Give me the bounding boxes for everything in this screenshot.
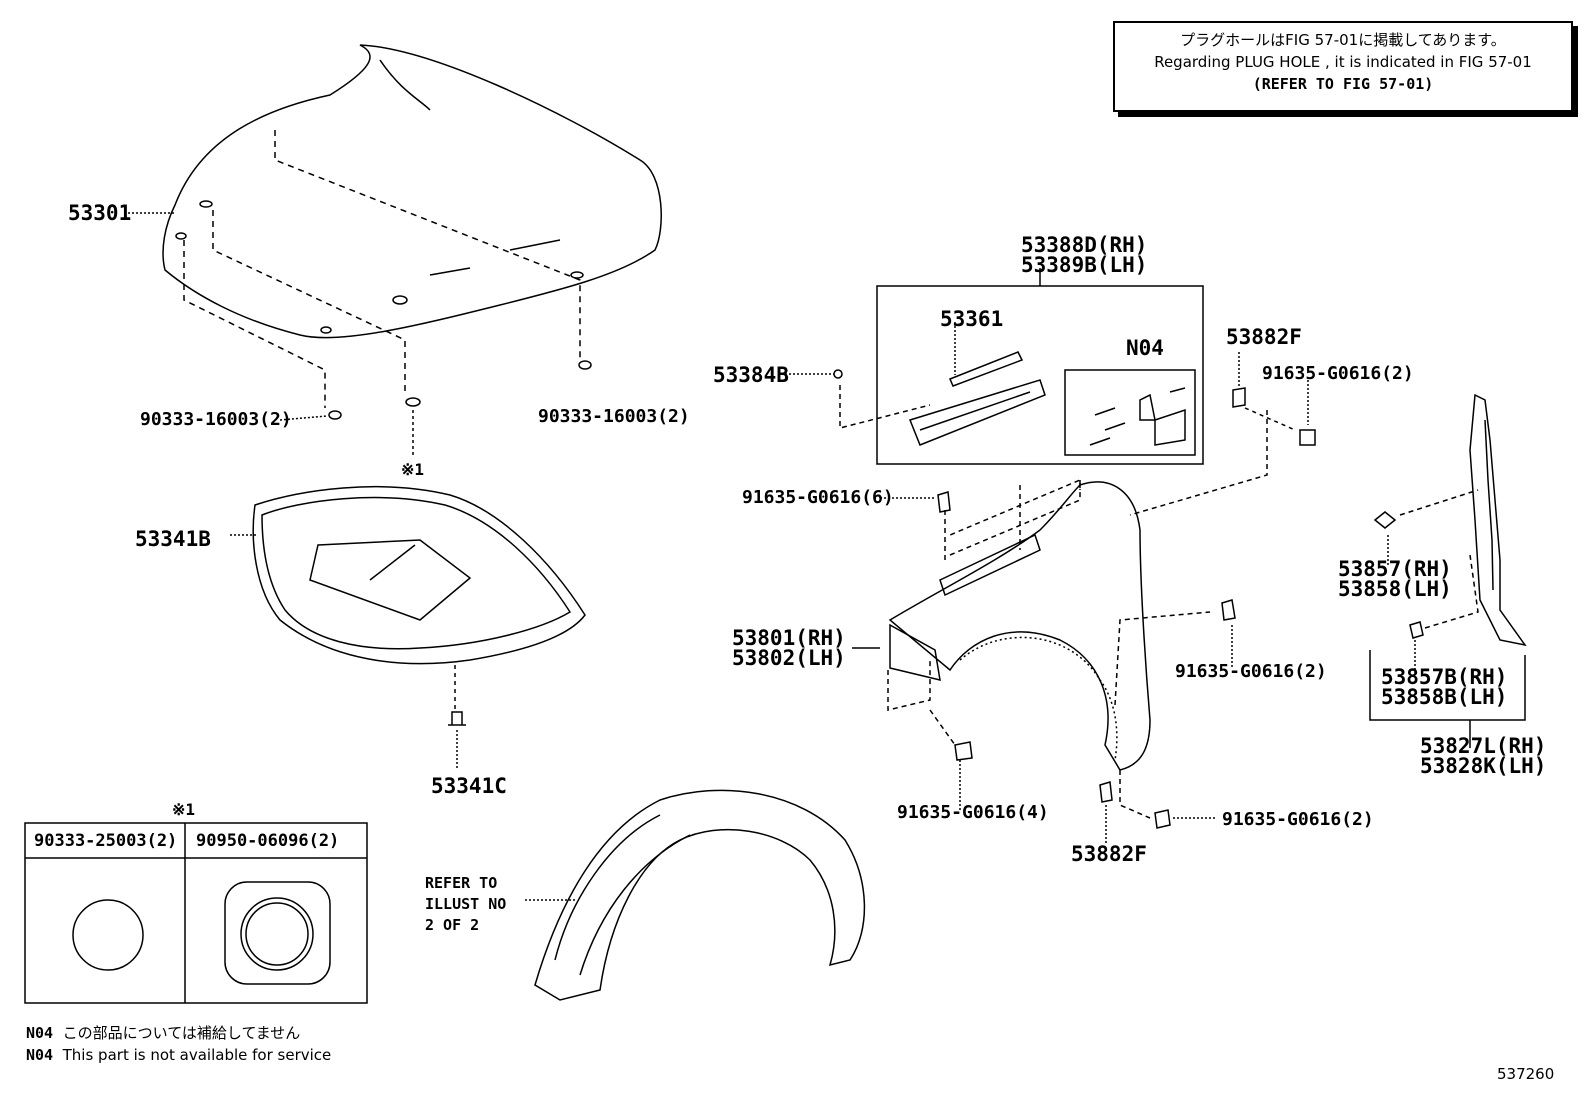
label-90333-right[interactable]: 90333-16003(2) bbox=[538, 406, 690, 427]
table-col-90950[interactable]: 90950-06096(2) bbox=[196, 831, 340, 851]
footnote-jp-text: この部品については補給してません bbox=[62, 1024, 301, 1042]
label-53828K[interactable]: 53828K(LH) bbox=[1420, 754, 1547, 778]
label-53301[interactable]: 53301 bbox=[68, 201, 132, 225]
label-91635-2b[interactable]: 91635-G0616(2) bbox=[1175, 661, 1327, 682]
refer-illust-note: REFER TO ILLUST NO 2 OF 2 bbox=[425, 874, 507, 934]
footnote-en: N04 This part is not available for servi… bbox=[26, 1045, 331, 1066]
label-53388D[interactable]: 53388D(RH) bbox=[1021, 233, 1148, 257]
label-53857B[interactable]: 53857B(RH) bbox=[1381, 665, 1508, 689]
label-53882F-bottom[interactable]: 53882F bbox=[1071, 842, 1147, 866]
label-53384B[interactable]: 53384B bbox=[713, 363, 789, 387]
table-mark: ※1 bbox=[172, 800, 196, 819]
table-col-90333[interactable]: 90333-25003(2) bbox=[34, 831, 178, 851]
note-ref: (REFER TO FIG 57-01) bbox=[1252, 75, 1434, 93]
insulator-outline bbox=[252, 485, 586, 665]
label-53827L[interactable]: 53827L(RH) bbox=[1420, 734, 1547, 758]
footnote-jp: N04 この部品については補給してません bbox=[26, 1023, 300, 1044]
label-53858[interactable]: 53858(LH) bbox=[1338, 577, 1452, 601]
note-en: Regarding PLUG HOLE , it is indicated in… bbox=[1154, 53, 1532, 71]
figure-number: 537260 bbox=[1497, 1065, 1555, 1083]
label-91635-4[interactable]: 91635-G0616(4) bbox=[897, 802, 1049, 823]
footnote-en-code: N04 bbox=[26, 1046, 54, 1064]
label-kome1: ※1 bbox=[401, 460, 425, 479]
label-53361[interactable]: 53361 bbox=[940, 307, 1004, 331]
note-jp: プラグホールはFIG 57-01に掲載してあります。 bbox=[1180, 31, 1506, 49]
plug-hole-note: プラグホールはFIG 57-01に掲載してあります。 Regarding PLU… bbox=[1113, 21, 1573, 112]
label-53341C[interactable]: 53341C bbox=[431, 774, 507, 798]
fender-liner-outline bbox=[534, 789, 866, 1001]
footnote-jp-code: N04 bbox=[26, 1024, 54, 1042]
label-91635-6[interactable]: 91635-G0616(6) bbox=[742, 487, 894, 508]
label-90333-left[interactable]: 90333-16003(2) bbox=[140, 409, 292, 430]
label-53341B[interactable]: 53341B bbox=[135, 527, 211, 551]
label-91635-2a[interactable]: 91635-G0616(2) bbox=[1262, 363, 1414, 384]
hood-outline bbox=[162, 44, 662, 339]
footnote-en-text: This part is not available for service bbox=[62, 1046, 332, 1064]
label-53801[interactable]: 53801(RH) bbox=[732, 626, 846, 650]
label-53882F-top[interactable]: 53882F bbox=[1226, 325, 1302, 349]
label-53858B[interactable]: 53858B(LH) bbox=[1381, 685, 1508, 709]
label-N04: N04 bbox=[1126, 336, 1164, 360]
label-91635-2c[interactable]: 91635-G0616(2) bbox=[1222, 809, 1374, 830]
label-53802[interactable]: 53802(LH) bbox=[732, 646, 846, 670]
label-53857[interactable]: 53857(RH) bbox=[1338, 557, 1452, 581]
label-53389B[interactable]: 53389B(LH) bbox=[1021, 253, 1148, 277]
clip-table bbox=[24, 822, 368, 1004]
fender-outline bbox=[888, 481, 1151, 771]
